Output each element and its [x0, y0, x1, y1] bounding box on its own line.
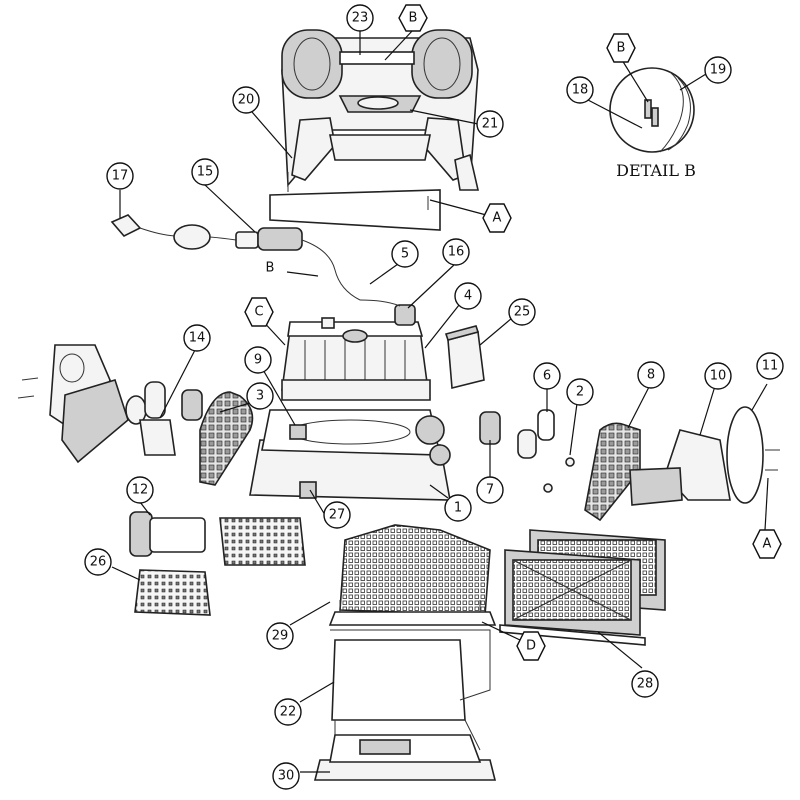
svg-text:D: D	[526, 639, 536, 654]
callout-16: 16	[442, 238, 470, 266]
leader-lines	[111, 29, 769, 773]
callout-9: 9	[244, 346, 272, 374]
svg-text:10: 10	[710, 369, 727, 384]
callout-29: 29	[266, 622, 294, 650]
svg-text:22: 22	[280, 705, 297, 720]
detail-b-caption: DETAIL B	[616, 161, 696, 180]
callout-a-top: A	[482, 203, 512, 233]
svg-text:19: 19	[710, 63, 727, 78]
callout-d: D	[516, 631, 546, 661]
svg-text:25: 25	[514, 305, 531, 320]
svg-text:15: 15	[197, 165, 214, 180]
callout-27: 27	[323, 501, 351, 529]
brush-roller-26	[134, 569, 211, 616]
callout-18: 18	[566, 76, 594, 104]
right-track	[584, 422, 641, 522]
svg-text:6: 6	[543, 369, 551, 384]
callout-14: 14	[183, 324, 211, 352]
callout-23: 23	[346, 4, 374, 32]
svg-text:27: 27	[329, 508, 346, 523]
left-gears	[125, 381, 203, 456]
svg-text:4: 4	[464, 289, 472, 304]
callout-b-detail: B	[606, 33, 636, 63]
callout-b-top: B	[398, 4, 428, 32]
svg-text:11: 11	[762, 359, 779, 374]
callout-26: 26	[84, 548, 112, 576]
right-side-cover	[629, 406, 780, 506]
svg-text:29: 29	[272, 629, 289, 644]
motor-unit	[281, 299, 431, 401]
filter-basket	[328, 524, 497, 626]
svg-text:23: 23	[352, 11, 369, 26]
callout-28: 28	[631, 670, 659, 698]
svg-text:5: 5	[401, 247, 409, 262]
callout-c: C	[244, 297, 274, 327]
svg-text:2: 2	[576, 385, 584, 400]
callout-12: 12	[126, 476, 154, 504]
svg-text:28: 28	[637, 677, 654, 692]
svg-text:B: B	[266, 261, 275, 276]
callout-a-right: A	[752, 529, 782, 559]
filter-panels	[499, 529, 666, 646]
svg-text:17: 17	[112, 169, 129, 184]
callout-8: 8	[637, 361, 665, 389]
callout-b-mid: B	[266, 261, 275, 276]
detail-b: DETAIL B	[609, 67, 696, 180]
callout-7: 7	[476, 476, 504, 504]
svg-text:C: C	[254, 305, 263, 320]
callout-3: 3	[246, 382, 274, 410]
svg-text:8: 8	[647, 368, 655, 383]
svg-text:A: A	[763, 537, 772, 552]
svg-text:1: 1	[454, 501, 462, 516]
left-side-cover	[17, 344, 129, 464]
power-cable	[110, 214, 361, 301]
svg-text:18: 18	[572, 83, 589, 98]
svg-text:21: 21	[482, 117, 499, 132]
svg-text:B: B	[409, 11, 418, 26]
svg-text:12: 12	[132, 483, 149, 498]
part-22-box	[330, 629, 491, 751]
callout-22: 22	[274, 698, 302, 726]
svg-text:A: A	[493, 211, 502, 226]
svg-text:16: 16	[448, 245, 465, 260]
callout-19: 19	[704, 56, 732, 84]
callout-15: 15	[191, 158, 219, 186]
callout-4: 4	[454, 282, 482, 310]
right-gears	[479, 409, 575, 493]
callout-25: 25	[508, 298, 536, 326]
callouts: 23 B 20 21 17 15 A B 5 16 4 25 C 14 9 3 …	[84, 4, 784, 790]
svg-text:3: 3	[256, 389, 264, 404]
callout-21: 21	[476, 110, 504, 138]
callout-2: 2	[566, 378, 594, 406]
svg-text:30: 30	[278, 769, 295, 784]
svg-text:14: 14	[189, 331, 206, 346]
svg-text:26: 26	[90, 555, 107, 570]
left-track	[199, 391, 254, 486]
callout-30: 30	[272, 762, 300, 790]
callout-1: 1	[444, 494, 472, 522]
callout-17: 17	[106, 162, 134, 190]
part-25-block	[444, 325, 485, 390]
brush-roller-12	[129, 511, 306, 566]
callout-5: 5	[391, 240, 419, 268]
svg-text:20: 20	[238, 93, 255, 108]
handle-assembly	[269, 29, 480, 231]
svg-text:7: 7	[486, 483, 494, 498]
callout-11: 11	[756, 352, 784, 380]
callout-20: 20	[232, 86, 260, 114]
base-tray	[313, 734, 497, 781]
svg-text:9: 9	[254, 353, 262, 368]
callout-10: 10	[704, 362, 732, 390]
svg-text:B: B	[617, 41, 626, 56]
chassis-frame	[249, 409, 451, 501]
callout-6: 6	[533, 362, 561, 390]
